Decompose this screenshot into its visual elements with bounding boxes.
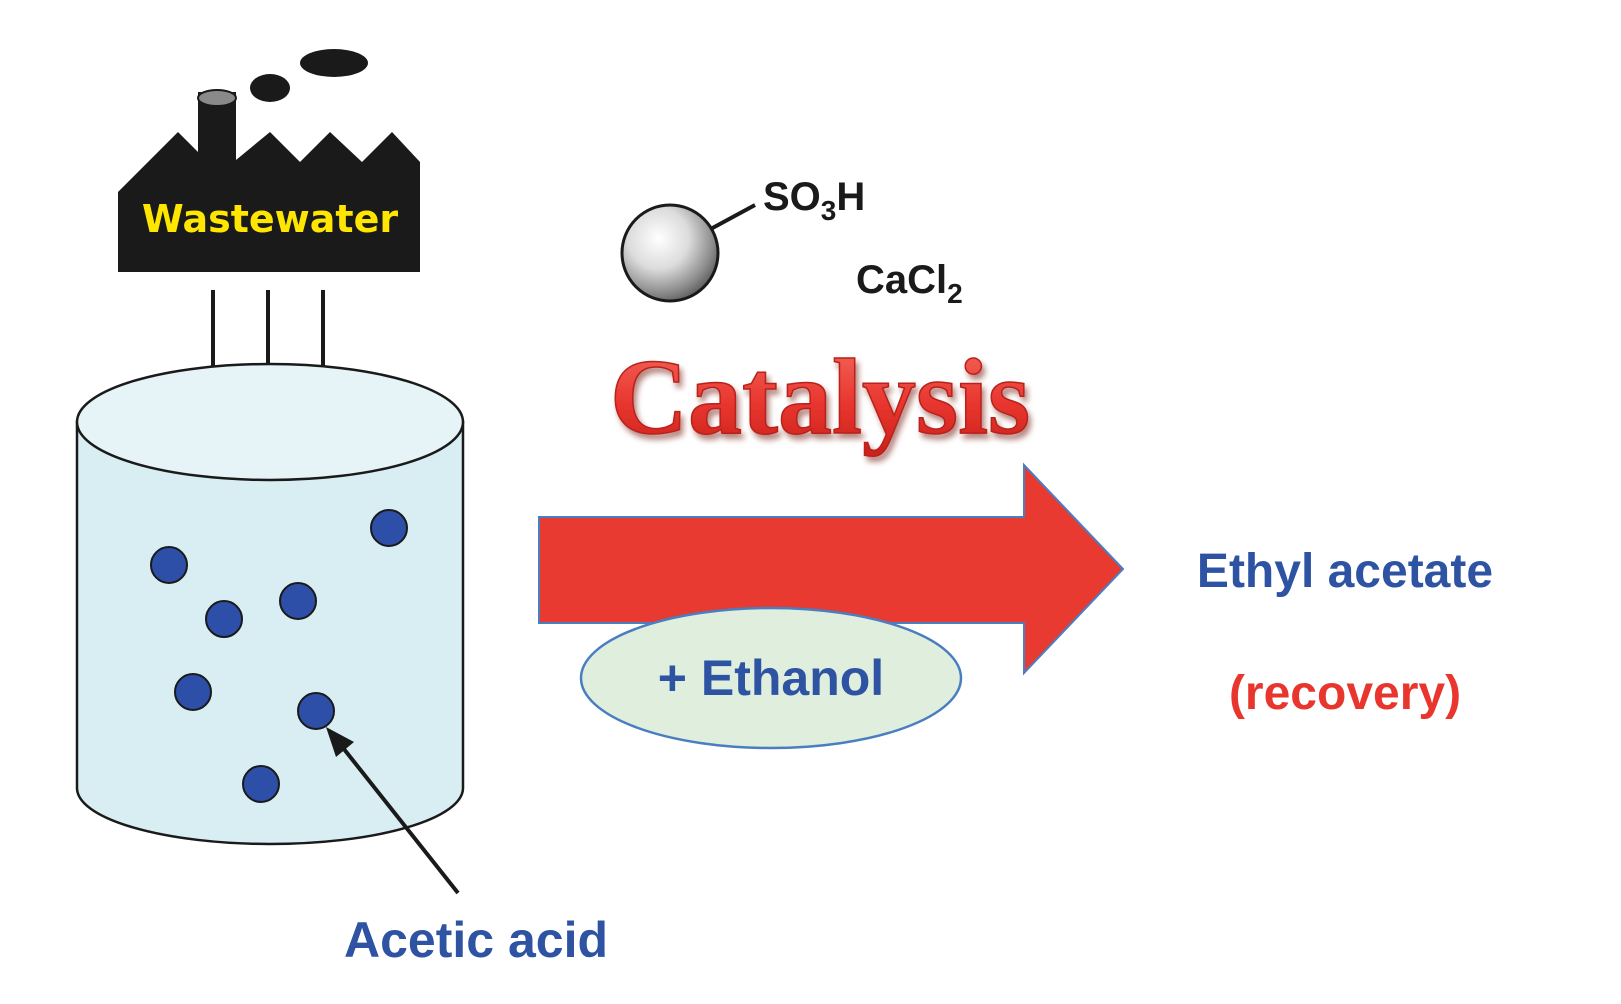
- factory-label: Wastewater: [142, 197, 398, 241]
- acetic-acid-molecule: [174, 673, 212, 711]
- chimney-top: [197, 89, 237, 107]
- tank-top: [75, 362, 465, 482]
- salt-formula: CaCl: [856, 258, 947, 302]
- acetic-acid-molecule: [279, 582, 317, 620]
- reagent-label: + Ethanol: [658, 650, 884, 706]
- reagent-bubble: [579, 606, 963, 750]
- sulfonic-tail: H: [836, 175, 865, 219]
- recovery-note: (recovery): [1229, 667, 1461, 720]
- tank-body: [75, 420, 465, 846]
- acetic-acid-molecule: [297, 692, 335, 730]
- sulfonic-acid-label: SO3H: [763, 175, 865, 226]
- smoke-puff-small: [250, 74, 290, 102]
- sulfonic-group: SO: [763, 175, 821, 219]
- acetic-acid-molecule: [150, 546, 188, 584]
- catalyst-linker: [706, 203, 756, 233]
- acetic-acid-molecule: [370, 509, 408, 547]
- product-label: Ethyl acetate: [1197, 545, 1493, 598]
- pointer-arrow-line: [334, 737, 460, 895]
- catalysis-title: Catalysis: [610, 338, 1030, 457]
- pointer-arrowhead: [326, 727, 354, 757]
- ethanol-reagent: + Ethanol: [579, 606, 963, 750]
- factory-icon: Wastewater: [118, 49, 420, 272]
- factory-chimney: [198, 92, 236, 192]
- acetic-acid-label: Acetic acid: [344, 912, 608, 968]
- salt-subscript: 2: [947, 278, 963, 309]
- catalyst-sphere: [620, 203, 720, 303]
- acetic-acid-molecule: [205, 600, 243, 638]
- sulfonic-subscript: 3: [821, 195, 837, 226]
- factory-body: [118, 132, 420, 272]
- molecule-pointer: [326, 727, 460, 895]
- acetic-acid-molecule: [242, 765, 280, 803]
- smoke-puff-large: [300, 49, 368, 77]
- solid-acid-catalyst: SO3H CaCl2: [620, 175, 963, 309]
- wastewater-tank: [75, 362, 465, 846]
- calcium-chloride-label: CaCl2: [856, 258, 963, 309]
